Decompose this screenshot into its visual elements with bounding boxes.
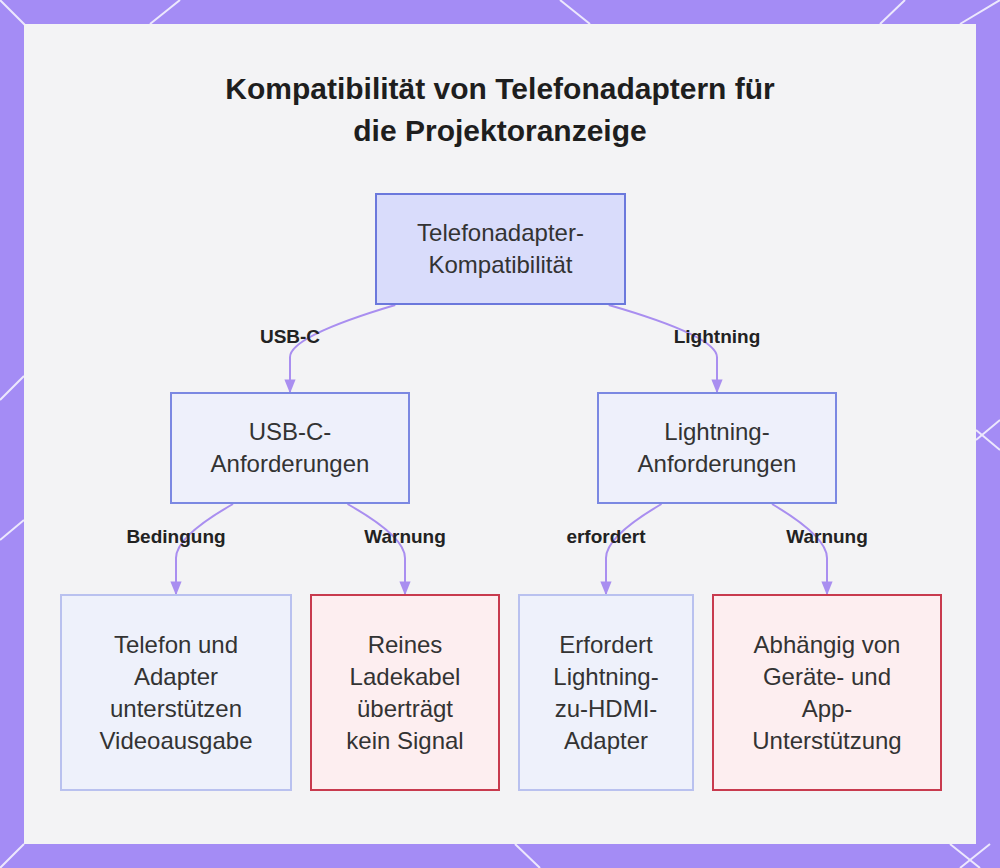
edge-label: Lightning <box>674 326 761 348</box>
title-area: Kompatibilität von Telefonadaptern für d… <box>0 68 1000 152</box>
edge-label: Warnung <box>786 526 868 548</box>
requirement-box: Erfordert Lightning- zu-HDMI- Adapter <box>518 594 694 791</box>
connector-arrow <box>290 305 395 392</box>
root-box: Telefonadapter- Kompatibilität <box>375 193 626 305</box>
edge-label: erfordert <box>566 526 645 548</box>
connector-arrow <box>606 504 662 594</box>
warning-box: Reines Ladekabel überträgt kein Signal <box>310 594 500 791</box>
node-text: Abhängig von Geräte- und App- Unterstütz… <box>737 629 917 757</box>
connector-arrow <box>609 305 717 392</box>
edge-label: Warnung <box>364 526 446 548</box>
condition-box: Telefon und Adapter unterstützen Videoau… <box>60 594 292 791</box>
node-text: Erfordert Lightning- zu-HDMI- Adapter <box>541 629 671 757</box>
node-text: Telefon und Adapter unterstützen Videoau… <box>91 629 261 757</box>
node-text: Lightning- Anforderungen <box>617 416 817 480</box>
node-text: USB-C- Anforderungen <box>190 416 390 480</box>
category-box: Lightning- Anforderungen <box>597 392 837 504</box>
connector-arrow <box>772 504 827 594</box>
diagram-title: Kompatibilität von Telefonadaptern für d… <box>200 68 800 152</box>
connector-arrow <box>176 504 233 594</box>
connector-arrow <box>348 504 406 594</box>
edge-label: USB-C <box>260 326 320 348</box>
edge-label: Bedingung <box>126 526 225 548</box>
node-text: Telefonadapter- Kompatibilität <box>401 217 601 281</box>
category-box: USB-C- Anforderungen <box>170 392 410 504</box>
node-text: Reines Ladekabel überträgt kein Signal <box>345 629 465 757</box>
warning-box: Abhängig von Geräte- und App- Unterstütz… <box>712 594 942 791</box>
